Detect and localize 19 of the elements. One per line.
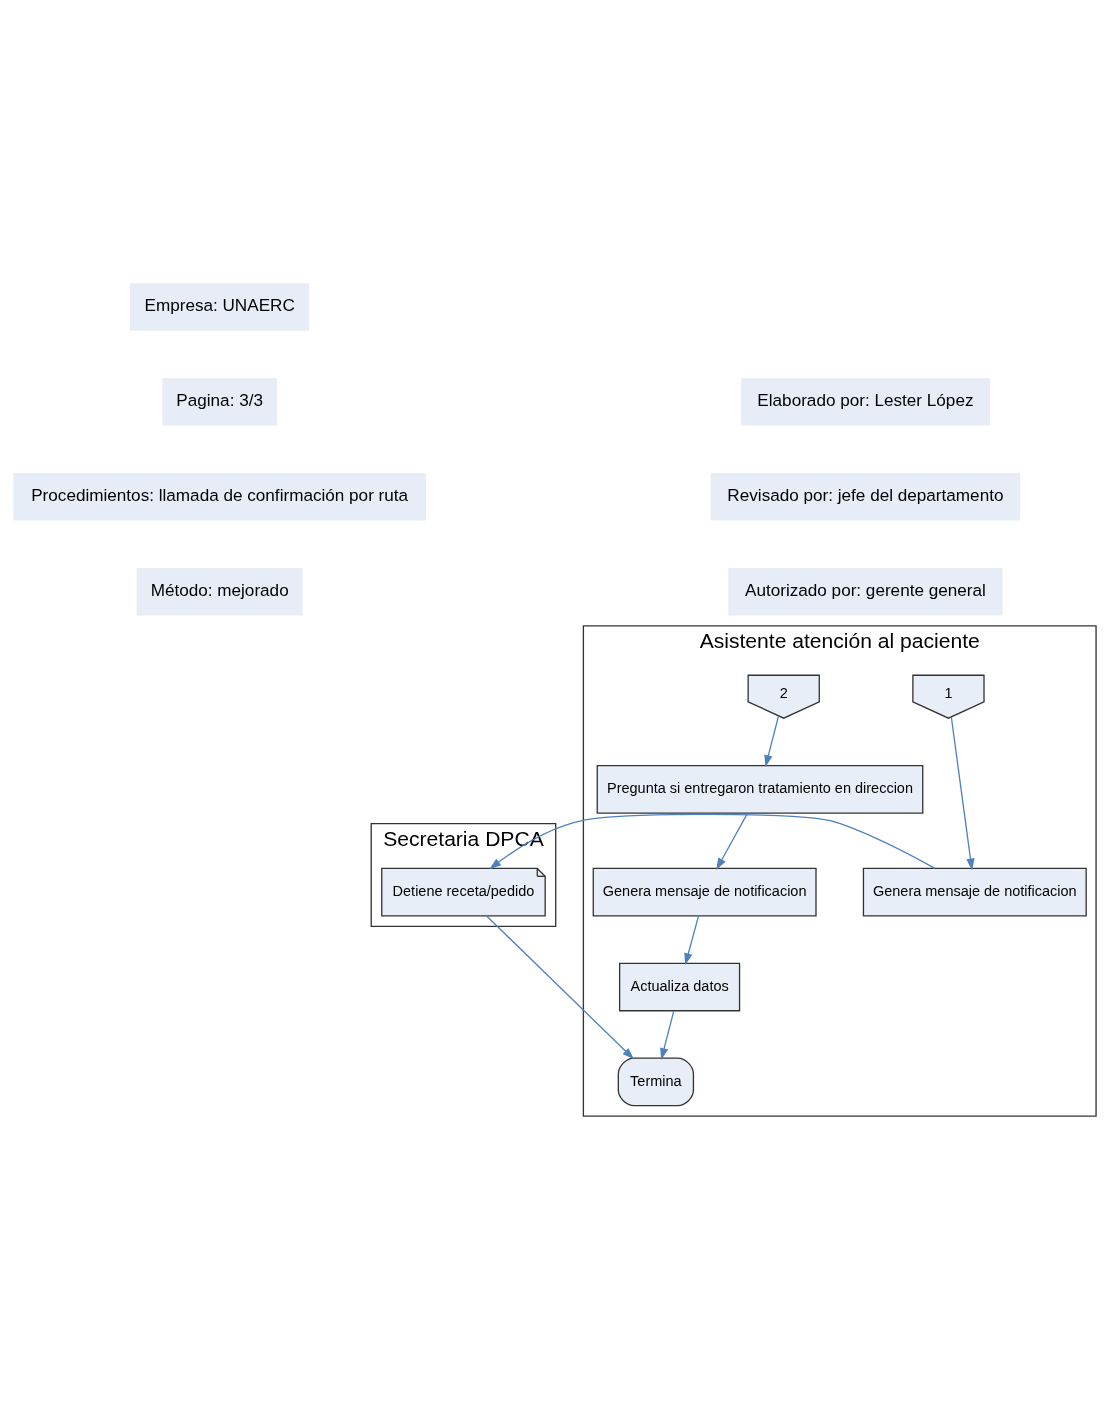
arrow <box>660 1010 675 1060</box>
node-box: Genera mensaje de notificacion <box>592 867 817 917</box>
label: Empresa: UNAERC <box>144 295 295 316</box>
label: Elaborado por: Lester López <box>757 390 974 411</box>
label: Revisado por: jefe del departamento <box>727 485 1004 506</box>
label: Autorizado por: gerente general <box>744 580 986 601</box>
label: Pagina: 3/3 <box>176 390 263 411</box>
arrow <box>716 812 749 870</box>
arrow <box>950 716 975 871</box>
arrow <box>764 715 780 767</box>
node-box: Pregunta si entregaron tratamiento en direccion <box>596 764 924 814</box>
arrow <box>489 813 936 870</box>
node-box: Termina <box>617 1057 695 1107</box>
arrow <box>684 915 700 966</box>
label: Método: mejorado <box>150 580 289 601</box>
arrow <box>486 915 635 1060</box>
label: Procedimientos: llamada de confirmación por ruta <box>31 485 409 506</box>
node-box: Genera mensaje de notificacion <box>862 867 1087 917</box>
node-box: Actualiza datos <box>619 962 741 1012</box>
